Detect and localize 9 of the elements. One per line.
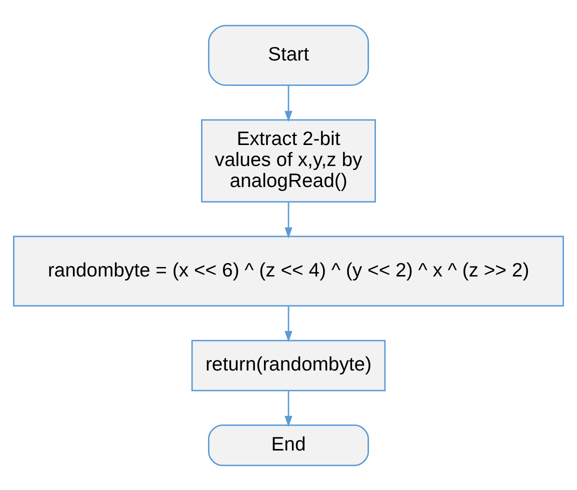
node-box: Extract 2-bit values of x,y,z by analogRead() (201, 118, 376, 202)
node-box: Start (208, 24, 369, 86)
arrow (284, 84, 292, 122)
arrow (284, 202, 292, 238)
arrow (284, 306, 292, 342)
arrow (284, 390, 292, 426)
node-box: return(randombyte) (191, 339, 386, 391)
node-box: End (208, 424, 369, 466)
node-box: randombyte = (x << 6) ^ (z << 4) ^ (y << 2) ^ x ^ (z >> 2) (13, 235, 564, 306)
